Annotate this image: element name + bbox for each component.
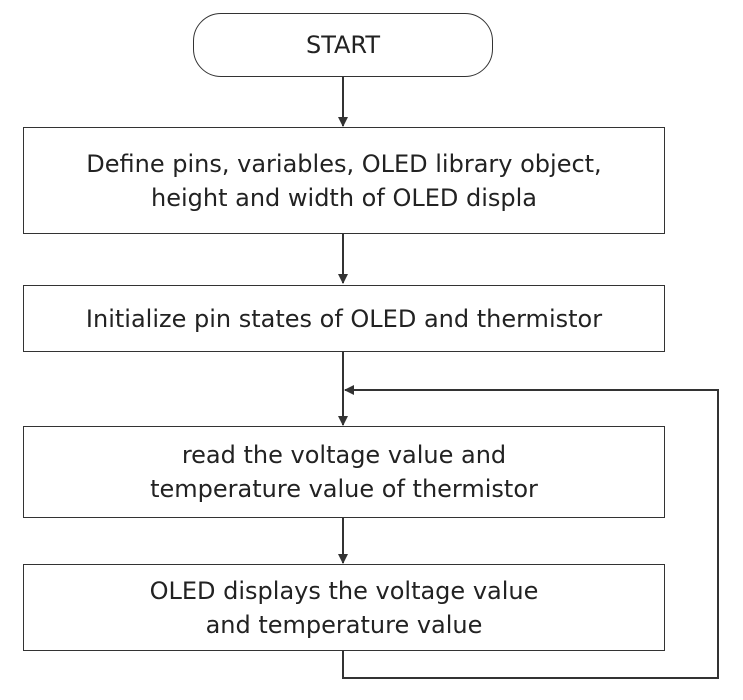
define-step-line-2: height and width of OLED displa	[150, 183, 537, 212]
read-step-line-1: read the voltage value and	[181, 441, 507, 469]
arrow-loop-back	[342, 385, 719, 679]
display-step-line-1: OLED displays the voltage value	[149, 576, 539, 605]
init-step-label: Initialize pin states of OLED and thermi…	[85, 304, 603, 333]
define-step-line-1: Define pins, variables, OLED library obj…	[86, 149, 602, 178]
define-step: Define pins, variables, OLED library obj…	[23, 127, 665, 234]
start-label: START	[305, 31, 381, 59]
read-step-line-2: temperature value of thermistor	[150, 475, 538, 503]
init-step: Initialize pin states of OLED and thermi…	[23, 285, 665, 352]
display-step: OLED displays the voltage value and temp…	[23, 564, 665, 651]
read-step: read the voltage value and temperature v…	[23, 426, 665, 518]
display-step-line-2: and temperature value	[205, 610, 483, 639]
start-terminal: START	[193, 13, 493, 77]
